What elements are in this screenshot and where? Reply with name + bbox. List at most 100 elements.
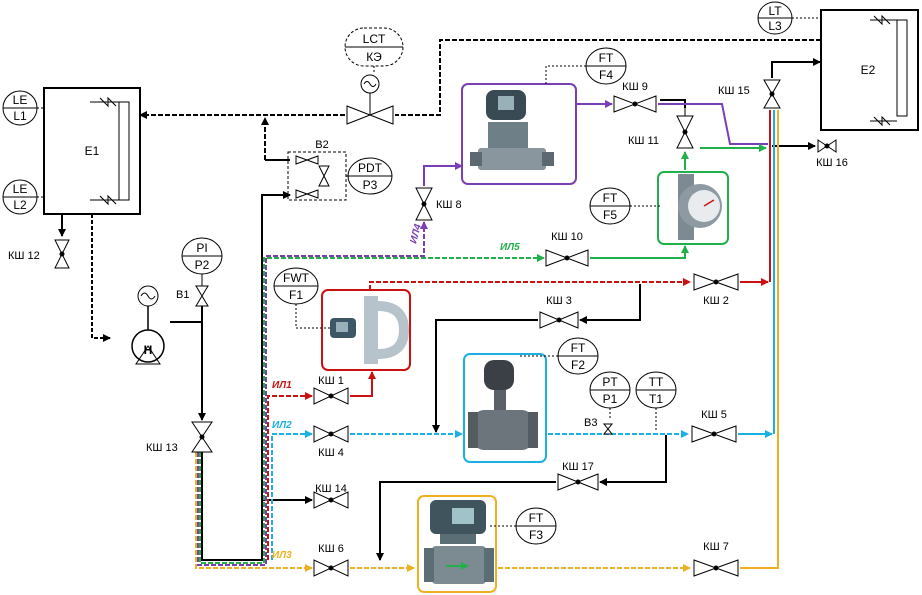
le2-bottom: L2 (13, 198, 27, 212)
valve-ksh15[interactable] (763, 79, 781, 109)
instrument-ft-f5[interactable] (589, 187, 660, 225)
instrument-pt-p1[interactable] (589, 371, 631, 420)
bypass-v2-label: В2 (315, 139, 328, 151)
pt1-top: PT (602, 375, 618, 389)
ksh1-label: КШ 1 (318, 375, 344, 387)
fwt1-bottom: F1 (289, 288, 303, 302)
ksh3-label: КШ 3 (546, 295, 572, 307)
line-il2 (271, 110, 775, 560)
line-il5 (199, 144, 767, 564)
tt1-top: TT (649, 375, 664, 389)
le2-top: LE (13, 182, 28, 196)
instrument-fwt-f1[interactable] (273, 267, 330, 329)
valve-ksh8[interactable] (415, 187, 433, 221)
valve-ksh1[interactable] (313, 387, 349, 405)
valve-ksh14[interactable] (313, 491, 349, 509)
v3-label: В3 (584, 417, 597, 429)
ft5-top: FT (603, 191, 618, 205)
tank-e2-label: Е2 (861, 63, 876, 77)
ksh13-label: КШ 13 (146, 442, 178, 454)
ksh4-label: КШ 4 (318, 447, 344, 459)
valve-ksh4[interactable] (313, 425, 349, 443)
ft4-top: FT (599, 51, 614, 65)
fwt1-top: FWT (283, 271, 310, 285)
line-il3-label: ИЛ3 (272, 550, 292, 561)
line-il1-label: ИЛ1 (272, 380, 292, 391)
flowmeter-f3-box[interactable] (417, 495, 497, 593)
valve-ksh9[interactable] (613, 95, 657, 113)
instrument-bubbles (2, 1, 821, 545)
tt1-bottom: T1 (649, 392, 663, 406)
flowmeter-f4-box[interactable] (461, 83, 577, 185)
ksh17-label: КШ 17 (562, 461, 594, 473)
tank-e1-label: Е1 (85, 144, 100, 158)
main-pipelines (58, 39, 821, 561)
flowmeter-f5-box[interactable] (657, 171, 729, 245)
valve-v3[interactable] (602, 423, 614, 435)
valve-ksh7[interactable] (693, 559, 739, 577)
pump[interactable]: Н (131, 285, 165, 365)
valve-ksh11[interactable] (676, 108, 694, 149)
line-il2-label: ИЛ2 (272, 420, 292, 431)
pt1-bottom: P1 (603, 392, 618, 406)
valve-ksh2[interactable] (693, 273, 739, 291)
pdt-bottom: P3 (363, 178, 378, 192)
instrument-labels: LE L1 LE L2 LT L3 LCT КЭ PDT P3 FT F4 FT… (13, 4, 783, 542)
control-valve-ke[interactable] (346, 74, 394, 125)
valve-ksh13[interactable] (191, 421, 213, 453)
valve-labels: КШ 1 КШ 2 КШ 3 КШ 4 КШ 5 КШ 6 КШ 7 КШ 8 … (8, 81, 848, 555)
flowmeter-f2-box[interactable] (463, 353, 547, 463)
bypass-v2: В2 (287, 139, 356, 201)
pump-label: Н (144, 343, 153, 357)
valve-ksh12[interactable] (54, 239, 70, 269)
valve-ksh5[interactable] (691, 425, 737, 443)
instrument-tt-t1[interactable] (635, 371, 677, 432)
v1-label: В1 (176, 289, 189, 301)
ksh5-label: КШ 5 (701, 409, 727, 421)
valve-ksh6[interactable] (313, 559, 349, 577)
valve-ksh10[interactable] (545, 249, 589, 267)
ft2-bottom: F2 (571, 358, 585, 372)
lt3-bottom: L3 (768, 19, 782, 33)
ft3-bottom: F3 (529, 528, 543, 542)
line-il3 (195, 110, 779, 572)
pdt-top: PDT (358, 161, 383, 175)
flowmeter-f1-box[interactable] (321, 289, 411, 371)
valve-ksh17[interactable] (557, 473, 599, 491)
line-il4-label: ИЛ4 (408, 223, 424, 245)
valve-v1[interactable] (195, 285, 209, 307)
ksh6-label: КШ 6 (318, 543, 344, 555)
instrument-le-l1[interactable] (2, 90, 44, 126)
instrument-pi-p2[interactable] (181, 237, 223, 286)
le1-top: LE (13, 93, 28, 107)
ksh11-label: КШ 11 (628, 135, 659, 147)
instrument-ft-f2[interactable] (520, 337, 599, 375)
ksh7-label: КШ 7 (703, 541, 729, 553)
ksh2-label: КШ 2 (703, 295, 729, 307)
lct-bottom: КЭ (366, 50, 382, 64)
ksh15-label: КШ 15 (718, 85, 750, 97)
ksh12-label: КШ 12 (8, 250, 40, 262)
ft5-bottom: F5 (603, 208, 617, 222)
tank-e2: Е2 (820, 9, 919, 131)
instrument-pdt-p3[interactable] (347, 157, 393, 195)
lct-top: LCT (363, 32, 386, 46)
ksh14-label: КШ 14 (315, 483, 347, 495)
valve-ksh16[interactable] (817, 139, 837, 153)
ft3-top: FT (529, 511, 544, 525)
ksh10-label: КШ 10 (551, 231, 583, 243)
pi2-top: PI (196, 241, 207, 255)
instrument-lct-ke[interactable] (344, 27, 404, 74)
ft4-bottom: F4 (599, 68, 613, 82)
instrument-lt-l3[interactable] (757, 1, 821, 35)
valve-ksh3[interactable] (539, 311, 579, 329)
ksh16-label: КШ 16 (816, 157, 848, 169)
line-il5-label: ИЛ5 (500, 242, 520, 253)
valves (54, 74, 837, 577)
tank-e1: Е1 (43, 87, 141, 215)
instrument-ft-f3[interactable] (490, 507, 557, 545)
instrument-le-l2[interactable] (2, 179, 44, 215)
instrument-ft-f4[interactable] (545, 47, 627, 85)
